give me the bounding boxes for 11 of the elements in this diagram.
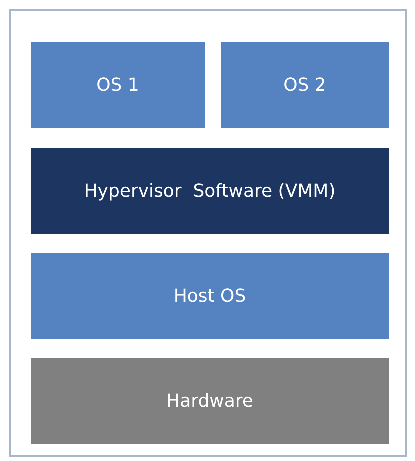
outer-frame [9,9,407,457]
layer-label: OS 1 [96,74,140,96]
layer-block [221,42,389,128]
layer-label: Hardware [166,390,254,412]
layer-label: OS 2 [284,74,326,96]
layer-block [31,42,205,128]
layer-label: Host OS [174,286,246,306]
layer-block [31,148,389,234]
layer-block [31,358,389,444]
layer-label: Hypervisor Software (VMM) [84,180,336,202]
layer-block [31,253,389,339]
